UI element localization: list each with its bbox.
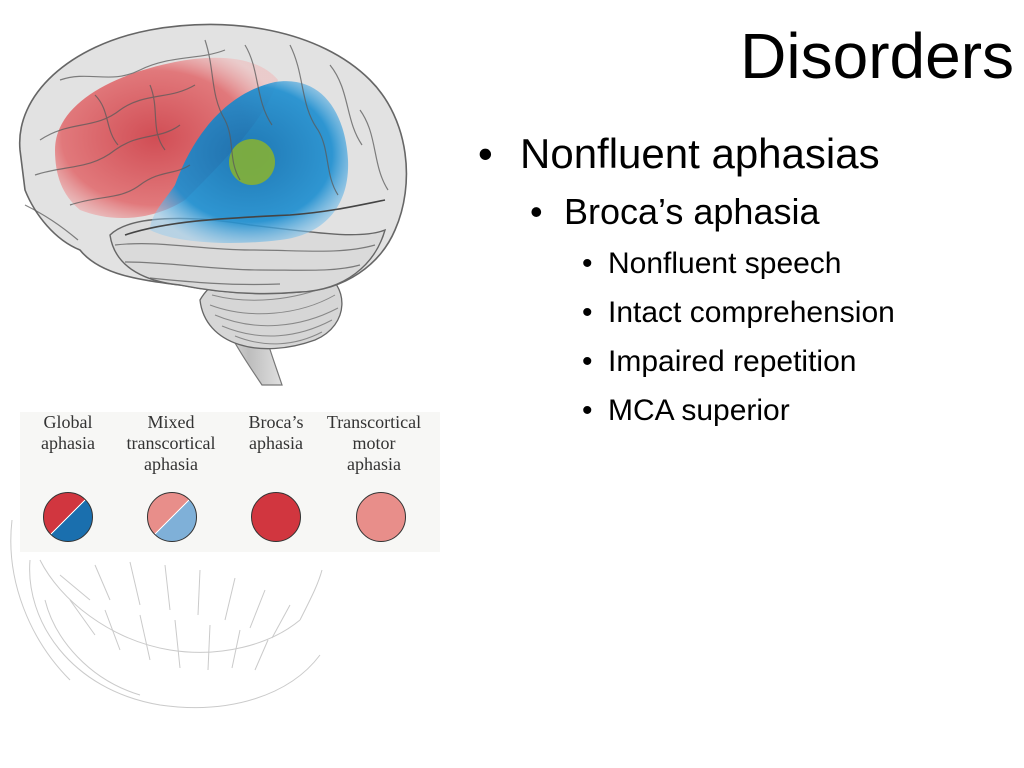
legend-item-broca: Broca’s aphasia bbox=[221, 412, 331, 542]
bullet-text: MCA superior bbox=[608, 394, 790, 427]
slide-title: Disorders bbox=[740, 20, 1014, 92]
global-aphasia-swatch bbox=[43, 492, 93, 542]
legend-label: Global aphasia bbox=[41, 412, 95, 453]
bullet-marker: • bbox=[530, 191, 543, 232]
bullet-text: Intact comprehension bbox=[608, 296, 895, 329]
brain-illustration bbox=[10, 23, 408, 708]
bullet-level3: • Intact comprehension bbox=[478, 294, 1018, 332]
bullet-level3: • Nonfluent speech bbox=[478, 245, 1018, 283]
bullet-marker: • bbox=[478, 130, 493, 177]
bullet-text: Broca’s aphasia bbox=[564, 191, 820, 232]
bullet-level3: • MCA superior bbox=[478, 392, 1018, 430]
legend-label: Transcortical motor aphasia bbox=[326, 412, 422, 474]
transcortical-motor-aphasia-swatch bbox=[356, 492, 406, 542]
bullet-marker: • bbox=[582, 345, 593, 378]
bullet-level3: • Impaired repetition bbox=[478, 343, 1018, 381]
broca-aphasia-swatch bbox=[251, 492, 301, 542]
bullet-marker: • bbox=[582, 296, 593, 329]
bullet-list: • Nonfluent aphasias • Broca’s aphasia •… bbox=[478, 128, 1018, 430]
bullet-level1: • Nonfluent aphasias bbox=[478, 128, 1018, 180]
bullet-text: Nonfluent speech bbox=[608, 247, 842, 280]
legend-item-mixed-transcortical: Mixed transcortical aphasia bbox=[116, 412, 226, 542]
bullet-text: Impaired repetition bbox=[608, 345, 857, 378]
legend-item-transcortical-motor: Transcortical motor aphasia bbox=[319, 412, 429, 542]
bullet-marker: • bbox=[582, 247, 593, 280]
legend-item-global: Global aphasia bbox=[13, 412, 123, 542]
brain-figure: Global aphasia Mixed transcortical aphas… bbox=[0, 0, 440, 720]
aphasia-legend: Global aphasia Mixed transcortical aphas… bbox=[20, 412, 440, 552]
bullet-level2: • Broca’s aphasia bbox=[478, 190, 1018, 234]
bullet-marker: • bbox=[582, 394, 593, 427]
legend-label: Mixed transcortical aphasia bbox=[126, 412, 216, 474]
legend-label: Broca’s aphasia bbox=[248, 412, 304, 453]
mixed-transcortical-aphasia-swatch bbox=[147, 492, 197, 542]
bullet-text: Nonfluent aphasias bbox=[520, 130, 880, 177]
